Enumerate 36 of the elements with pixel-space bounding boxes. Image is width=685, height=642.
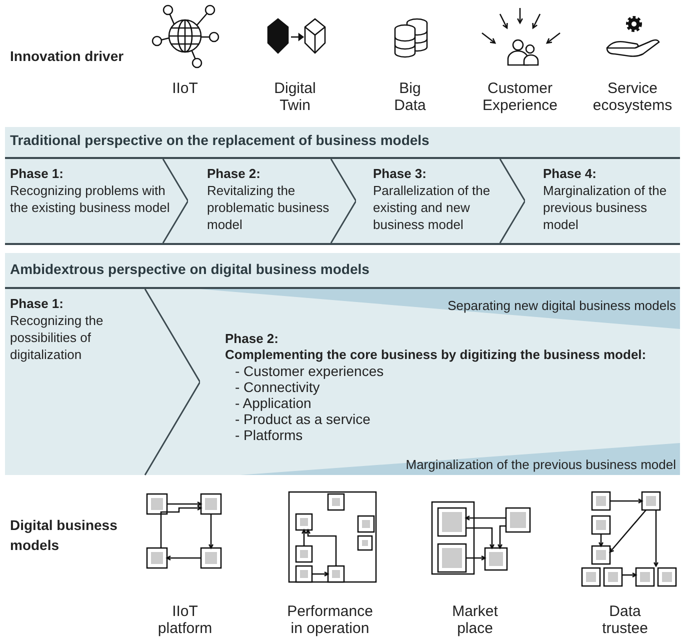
band-caption: Marginalization of the previous business model	[406, 456, 676, 473]
phase-heading: Phase 2:	[207, 165, 260, 182]
driver-label: Customer Experience	[481, 80, 559, 114]
model-label: Performance in operation	[286, 603, 374, 637]
wedge-band	[200, 289, 680, 329]
band-caption: Separating new digital business models	[448, 297, 676, 314]
list-item: - Connectivity	[234, 379, 320, 395]
section-title: Traditional perspective on the replacement of business models	[10, 132, 430, 149]
phase-description: Marginalization of the previous business model	[543, 182, 668, 233]
phase-heading: Phase 1:	[10, 295, 64, 312]
phase-heading: Phase 1:	[10, 165, 64, 182]
row-heading: Innovation driver	[10, 47, 125, 66]
driver-label: Big Data	[393, 80, 427, 114]
list-item: - Product as a service	[234, 411, 370, 427]
section-band	[5, 127, 680, 245]
section-title: Ambidextrous perspective on digital business models	[10, 261, 370, 278]
driver-label: IIoT	[171, 80, 199, 97]
section-band	[5, 253, 680, 475]
list-item: - Application	[234, 395, 312, 411]
phase-description: Parallelization of the existing and new business model	[373, 182, 492, 233]
phase-description: Recognizing problems with the existing business model	[10, 182, 170, 216]
list-item: - Customer experiences	[234, 363, 384, 379]
list-item: - Platforms	[234, 427, 303, 443]
phase-description: Revitalizing the problematic business model	[207, 182, 330, 233]
model-label: IIoT platform	[156, 603, 214, 637]
phase-description: Complementing the core business by digitizing the business model:	[225, 347, 646, 363]
model-label: Market place	[451, 603, 499, 637]
phase-description: Recognizing the possibilities of digitalization	[10, 312, 104, 363]
driver-label: Digital Twin	[273, 80, 317, 114]
phase-heading: Phase 4:	[543, 165, 596, 182]
phase-heading: Phase 2:	[225, 331, 278, 347]
model-label: Data trustee	[601, 603, 649, 637]
row-heading: Digital business models	[10, 516, 118, 555]
driver-label: Service ecosystems	[592, 80, 674, 114]
phase-heading: Phase 3:	[373, 165, 426, 182]
chevron-phase	[200, 289, 680, 475]
